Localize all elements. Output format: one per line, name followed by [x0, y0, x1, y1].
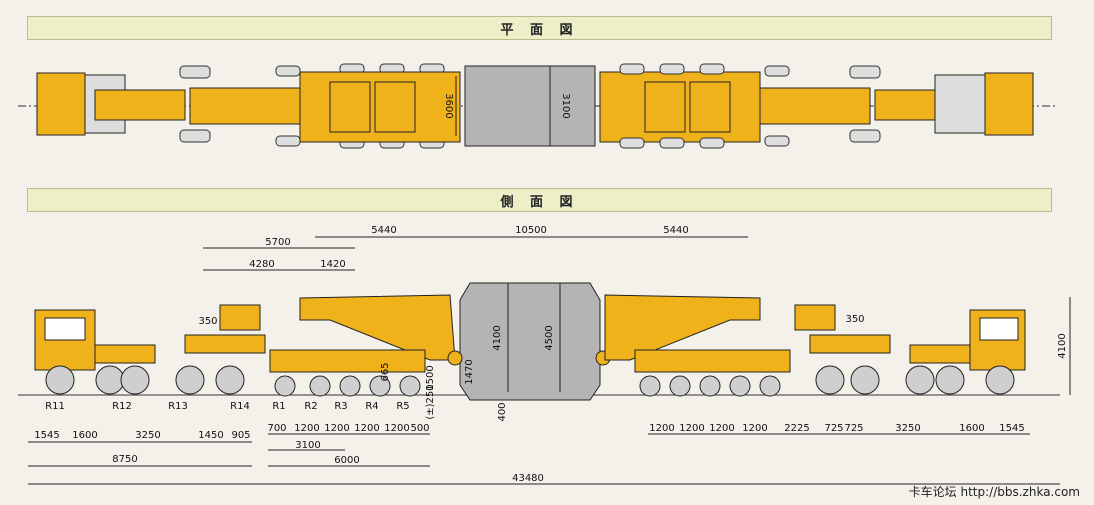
- plan-right-cab: [984, 72, 1034, 136]
- dim-500: 500: [410, 423, 429, 434]
- axle-r5: R5: [396, 401, 409, 412]
- dim-r-3250: 3250: [895, 423, 920, 434]
- dim-5700: 5700: [265, 237, 290, 248]
- dim-1200-c: 1200: [354, 423, 379, 434]
- plan-load: [464, 65, 596, 147]
- side-load: [459, 282, 601, 401]
- dim-350-left: 350: [198, 316, 217, 327]
- side-right-arm: [604, 294, 761, 361]
- plan-view-heading: 平 面 図: [27, 16, 1052, 40]
- dim-3100: 3100: [295, 440, 320, 451]
- dim-2225: 2225: [784, 423, 809, 434]
- dim-8750: 8750: [112, 454, 137, 465]
- dim-1420: 1420: [320, 259, 345, 270]
- axle-r4: R4: [365, 401, 378, 412]
- axle-r13: R13: [168, 401, 188, 412]
- dim-5440-left: 5440: [371, 225, 396, 236]
- plan-left-trailer: [299, 71, 461, 143]
- dim-400: 400: [497, 402, 508, 421]
- dim-905: 905: [231, 430, 250, 441]
- side-dim-load-h1: 4100: [492, 325, 503, 350]
- dim-250: (±)250: [425, 384, 436, 419]
- side-left-dolly: [184, 334, 266, 354]
- axle-r3: R3: [334, 401, 347, 412]
- dim-4280: 4280: [249, 259, 274, 270]
- dim-1200-a: 1200: [294, 423, 319, 434]
- dim-r-1545: 1545: [999, 423, 1024, 434]
- plan-right-beam: [759, 87, 871, 125]
- dim-3250-left: 3250: [135, 430, 160, 441]
- dim-1545-left: 1545: [34, 430, 59, 441]
- plan-dim-load-width: 3100: [560, 93, 571, 118]
- plan-left-beam: [189, 87, 301, 125]
- dim-r-1200-b: 1200: [679, 423, 704, 434]
- dim-350-right: 350: [845, 314, 864, 325]
- side-view: 4100 4500: [18, 225, 1071, 485]
- plan-left-cab: [36, 72, 86, 136]
- dim-1200-b: 1200: [324, 423, 349, 434]
- axle-r11: R11: [45, 401, 65, 412]
- axle-r1: R1: [272, 401, 285, 412]
- dim-5440-right: 5440: [663, 225, 688, 236]
- dim-total-length: 43480: [512, 473, 544, 484]
- axle-r14: R14: [230, 401, 250, 412]
- dim-r-1200-a: 1200: [649, 423, 674, 434]
- side-right-dolly: [809, 334, 891, 354]
- dim-725-a: 725: [824, 423, 843, 434]
- axle-r2: R2: [304, 401, 317, 412]
- plan-dim-trailer-width: 3600: [443, 93, 454, 118]
- dim-1200-d: 1200: [384, 423, 409, 434]
- dim-10500: 10500: [515, 225, 547, 236]
- dim-r-1200-d: 1200: [742, 423, 767, 434]
- dim-r-1600: 1600: [959, 423, 984, 434]
- side-dim-load-h2: 4500: [544, 325, 555, 350]
- side-left-arm: [299, 294, 456, 361]
- dim-1600-left: 1600: [72, 430, 97, 441]
- dim-6000: 6000: [334, 455, 359, 466]
- plan-right-trailer: [599, 71, 761, 143]
- dim-665: 665: [380, 362, 391, 381]
- plan-view: 3600 3100: [18, 63, 1058, 149]
- plan-left-gooseneck: [94, 89, 186, 121]
- side-view-heading: 側 面 図: [27, 188, 1052, 212]
- side-left-trailer-deck: [269, 349, 426, 373]
- dim-1470: 1470: [464, 359, 475, 384]
- dim-725-b: 725: [844, 423, 863, 434]
- dim-total-height: 4100: [1057, 333, 1068, 358]
- axle-r12: R12: [112, 401, 132, 412]
- watermark-text: 卡车论坛 http://bbs.zhka.com: [908, 485, 1080, 499]
- side-right-trailer-deck: [634, 349, 791, 373]
- dim-r-1200-c: 1200: [709, 423, 734, 434]
- dim-700: 700: [267, 423, 286, 434]
- dim-1500: 1500: [425, 365, 436, 390]
- dim-1450: 1450: [198, 430, 223, 441]
